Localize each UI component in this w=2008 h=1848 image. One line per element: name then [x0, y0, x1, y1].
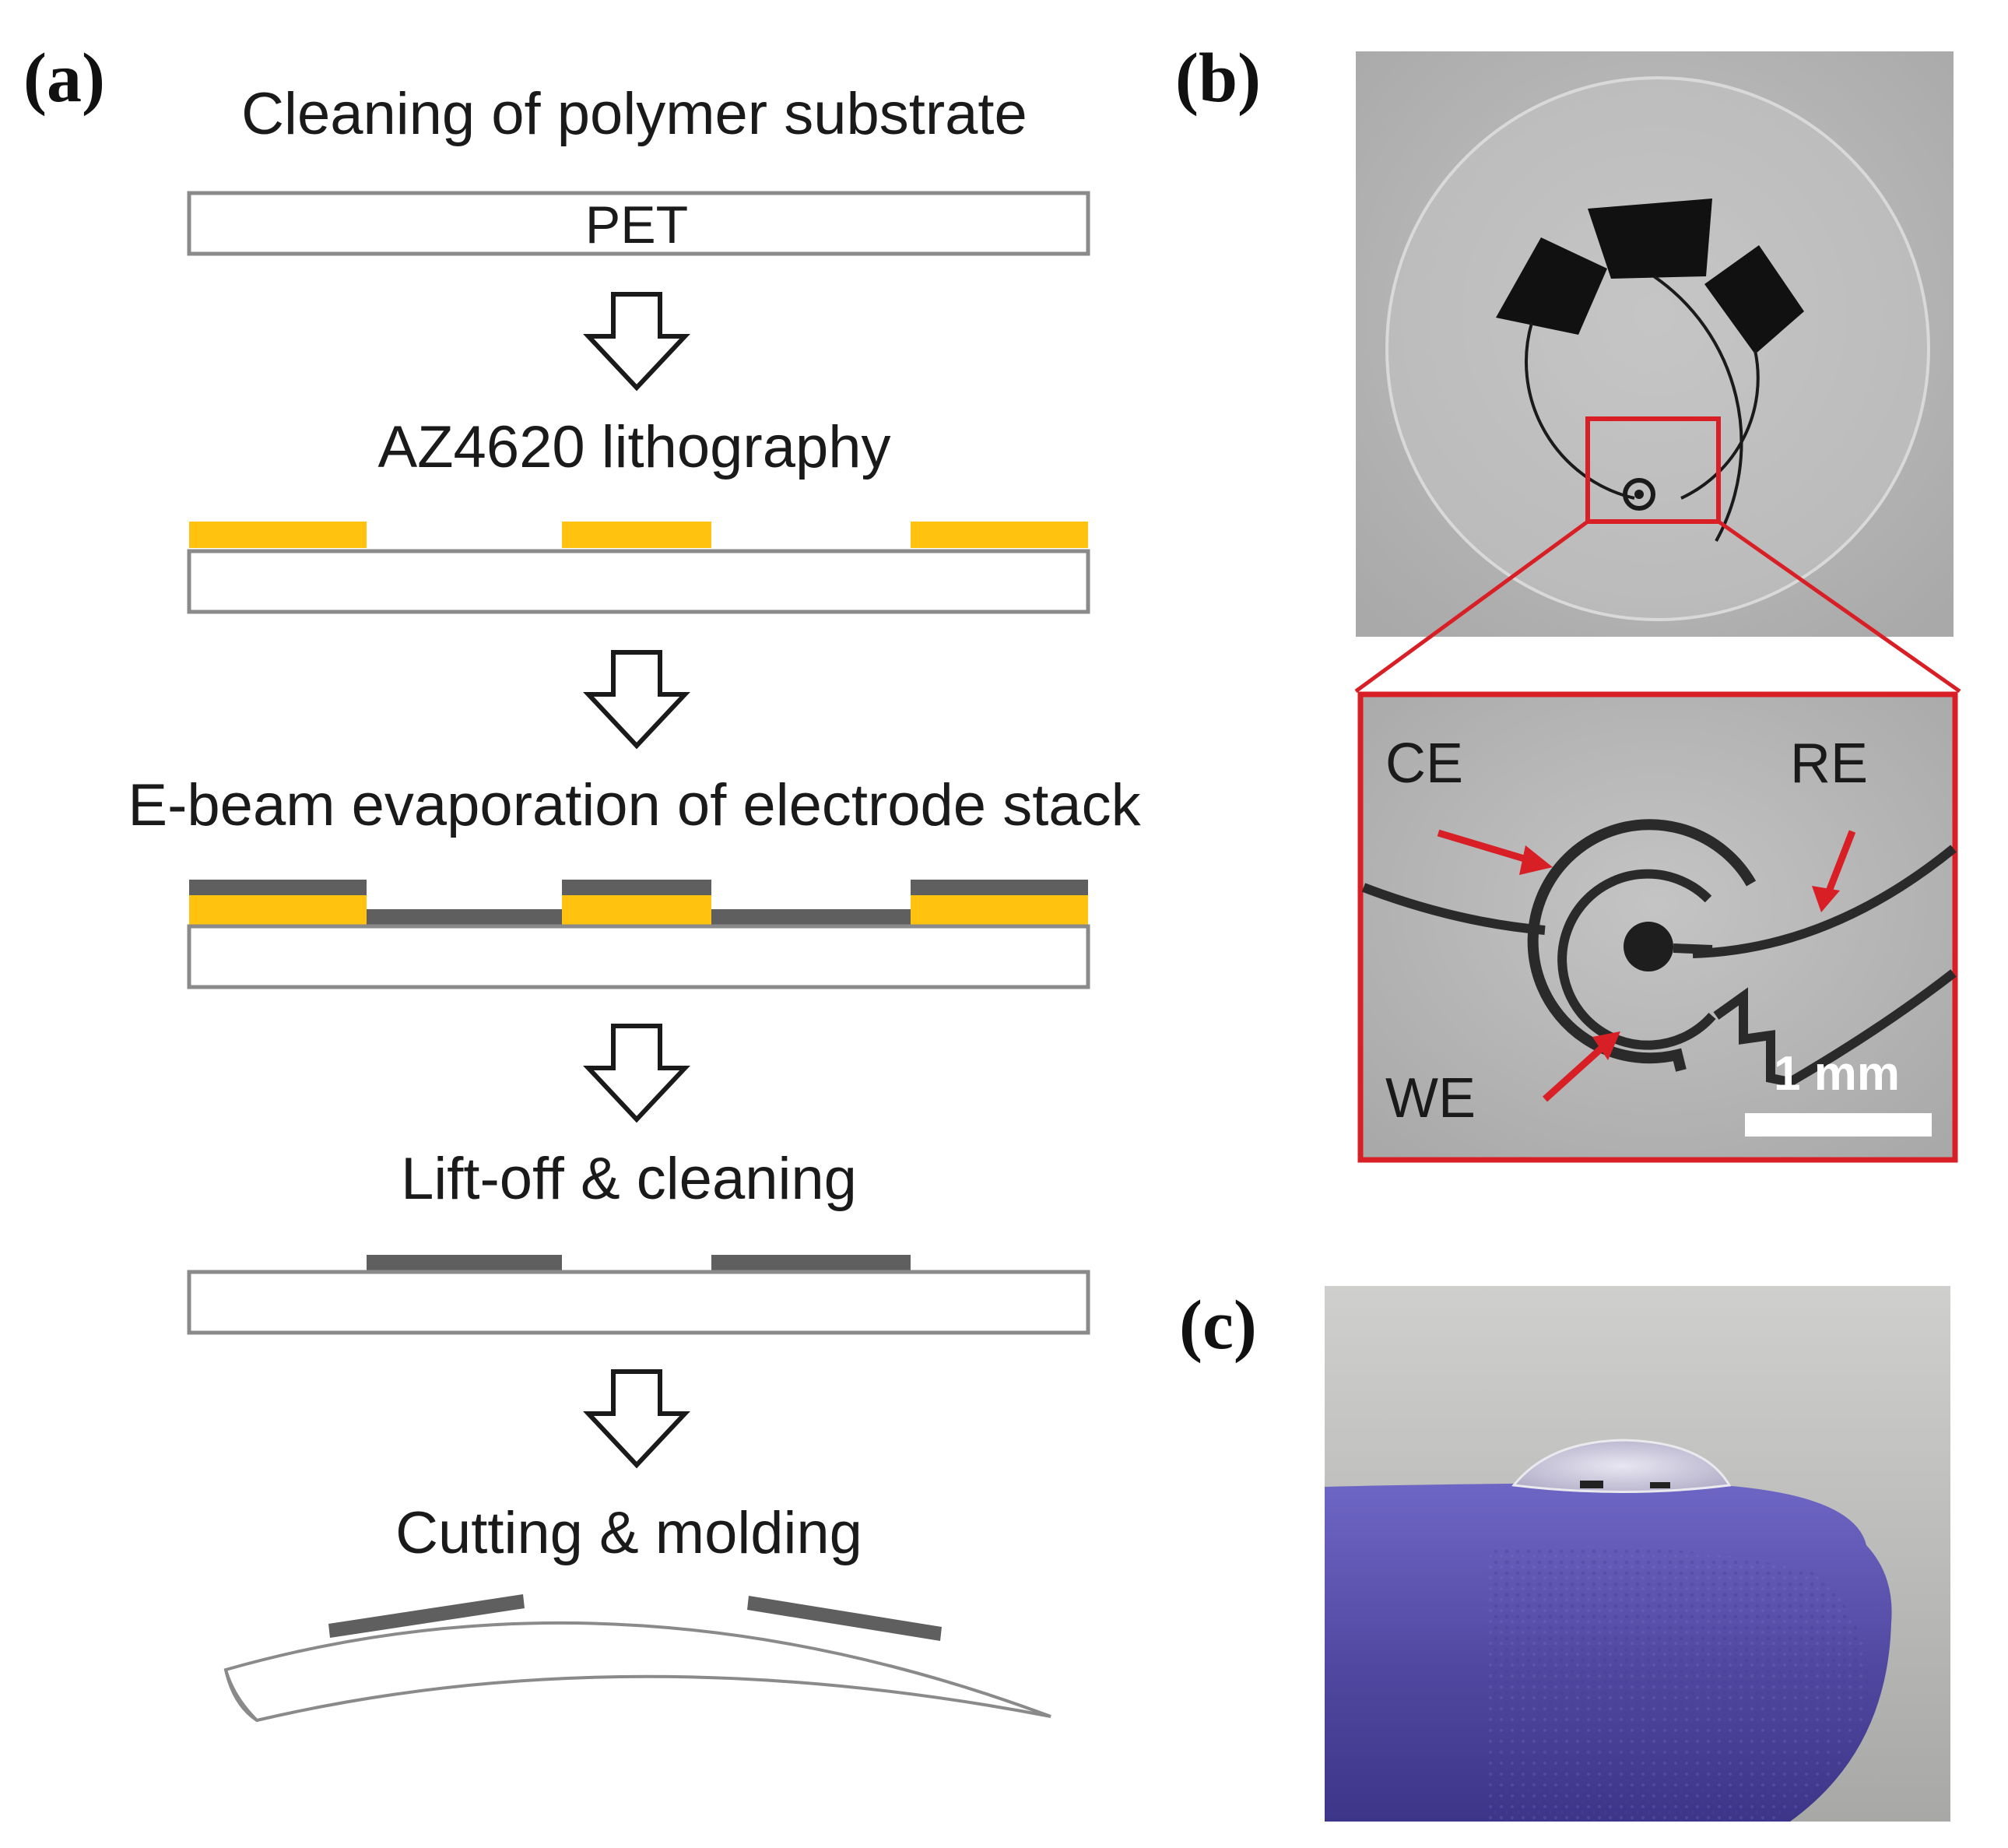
- zoom-line: [1354, 519, 1589, 694]
- panel-a: (a) Cleaning of polymer substrate PET AZ…: [23, 40, 1142, 1723]
- metal-layer: [189, 880, 367, 895]
- trace: [1525, 322, 1635, 500]
- zoom-line: [1717, 519, 1961, 694]
- metal-layer: [367, 909, 562, 925]
- contact-pad: [1704, 245, 1804, 354]
- step-2-title: AZ4620 lithography: [377, 414, 890, 480]
- step-2: AZ4620 lithography: [187, 414, 1090, 614]
- photoresist-pattern: [562, 522, 711, 548]
- photoresist-pattern: [562, 895, 711, 925]
- panel-c: (c): [1179, 1286, 1950, 1822]
- step-4: Lift-off & cleaning: [187, 1146, 1090, 1335]
- photoresist-pattern: [189, 895, 367, 925]
- zoom-region-box: [1585, 416, 1721, 524]
- step-3-title: E-beam evaporation of electrode stack: [128, 772, 1141, 838]
- zoomed-photo: CE RE WE 1 mm: [1357, 691, 1958, 1163]
- substrate: [187, 1270, 1090, 1335]
- panel-b: (b): [1175, 40, 1961, 1163]
- electrode: [711, 1255, 911, 1270]
- pet-label: PET: [585, 195, 688, 255]
- step-5-title: Cutting & molding: [395, 1500, 862, 1566]
- scale-bar: [1745, 1113, 1932, 1137]
- lens-electrode: [1650, 1482, 1670, 1488]
- re-trace: [1692, 845, 1957, 958]
- substrate: [187, 549, 1090, 614]
- metal-layer: [711, 909, 911, 925]
- down-arrow-icon: [583, 1369, 690, 1469]
- molded-electrode: [747, 1596, 942, 1641]
- electrode: [367, 1255, 562, 1270]
- metal-layer: [562, 880, 711, 895]
- photoresist-pattern: [911, 522, 1088, 548]
- re-arrow-icon: [1812, 830, 1856, 912]
- sensor-dot: [1634, 490, 1644, 499]
- step-1: Cleaning of polymer substrate PET: [187, 81, 1090, 256]
- step-4-title: Lift-off & cleaning: [401, 1146, 857, 1212]
- pet-substrate: [187, 191, 1090, 256]
- contact-lens-disc: [1385, 76, 1930, 621]
- trace: [1652, 275, 1743, 542]
- metal-layer: [911, 880, 1088, 895]
- we-arrow-icon: [1542, 1031, 1620, 1102]
- down-arrow-icon: [583, 1024, 690, 1123]
- substrate: [187, 924, 1090, 989]
- we-label: WE: [1385, 1067, 1476, 1130]
- step-3: E-beam evaporation of electrode stack: [128, 772, 1142, 989]
- working-electrode: [1624, 922, 1673, 971]
- re-label: RE: [1790, 733, 1868, 795]
- curved-lens-substrate: [224, 1669, 258, 1722]
- lead: [1713, 969, 1957, 1087]
- panel-a-label: (a): [23, 40, 105, 117]
- step-5: Cutting & molding: [223, 1500, 1051, 1723]
- contact-pad: [1588, 199, 1712, 279]
- step-1-title: Cleaning of polymer substrate: [241, 81, 1027, 147]
- we-trace: [1673, 943, 1713, 954]
- photoresist-pattern: [189, 522, 367, 548]
- down-arrow-icon: [583, 650, 690, 750]
- scale-bar-label: 1 mm: [1774, 1047, 1900, 1101]
- trace: [1680, 350, 1760, 500]
- reference-ring: [1557, 869, 1716, 1050]
- panel-b-label: (b): [1175, 40, 1261, 117]
- contact-lens: [1511, 1439, 1732, 1493]
- ce-label: CE: [1385, 733, 1463, 795]
- glove-texture: [1487, 1546, 1869, 1822]
- trace: [1361, 883, 1546, 935]
- molded-electrode: [328, 1594, 525, 1638]
- curved-lens-substrate: [223, 1621, 1051, 1723]
- photoresist-pattern: [911, 895, 1088, 925]
- lens-electrode: [1580, 1481, 1603, 1488]
- fingertip-photo: [1325, 1286, 1950, 1822]
- contact-pad: [1496, 237, 1607, 335]
- sensor-photo: [1356, 51, 1954, 637]
- sensor-center: [1623, 478, 1655, 511]
- ce-arrow-icon: [1437, 829, 1553, 875]
- down-arrow-icon: [583, 292, 690, 392]
- panel-c-label: (c): [1179, 1287, 1257, 1364]
